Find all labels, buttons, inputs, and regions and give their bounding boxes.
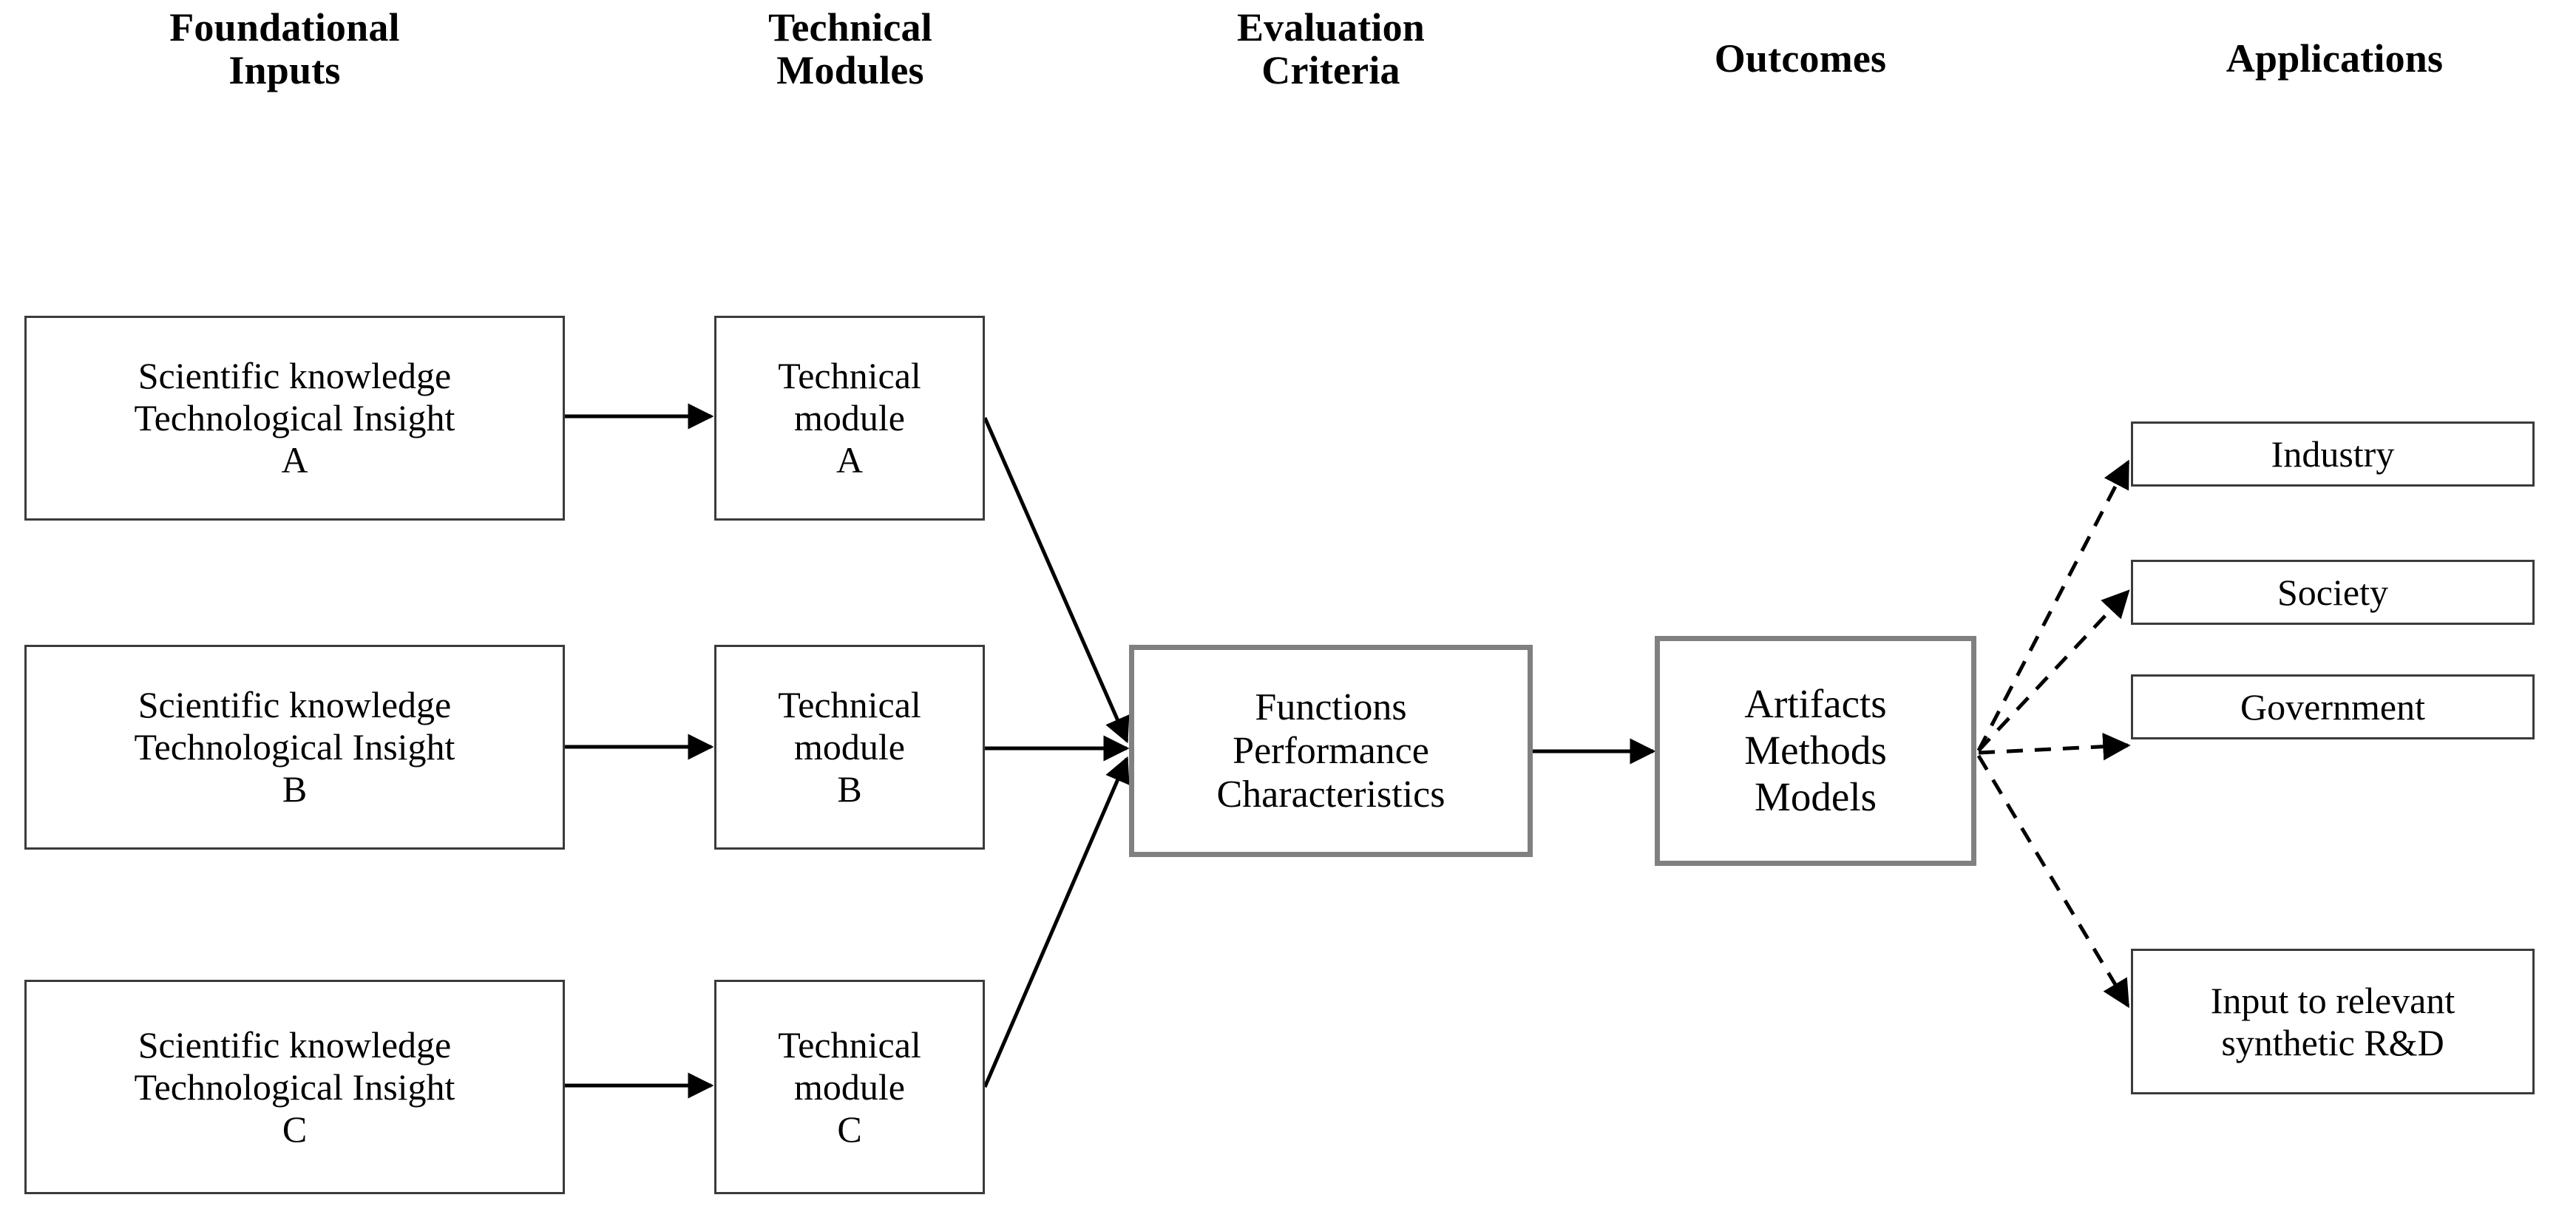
edge-outcomes-rd bbox=[1976, 754, 2130, 1009]
column-header-foundational-inputs: Foundational Inputs bbox=[169, 5, 400, 93]
edge-outcomes-industry bbox=[1976, 459, 2130, 752]
node-application-society-label: Society bbox=[2277, 571, 2388, 613]
node-input-b[interactable]: Scientific knowledge Technological Insig… bbox=[24, 645, 565, 850]
column-header-technical-modules: Technical Modules bbox=[768, 5, 932, 93]
node-application-rd-label: Input to relevant synthetic R&D bbox=[2210, 979, 2455, 1063]
node-input-b-label: Scientific knowledge Technological Insig… bbox=[134, 684, 455, 810]
node-input-a[interactable]: Scientific knowledge Technological Insig… bbox=[24, 316, 565, 521]
node-module-b[interactable]: Technical module B bbox=[714, 645, 985, 850]
node-module-c[interactable]: Technical module C bbox=[714, 980, 985, 1194]
column-header-outcomes: Outcomes bbox=[1714, 36, 1887, 81]
node-module-a-label: Technical module A bbox=[778, 355, 921, 481]
node-application-society[interactable]: Society bbox=[2131, 560, 2535, 625]
node-module-c-label: Technical module C bbox=[778, 1023, 921, 1150]
edge-outcomes-society bbox=[1977, 589, 2130, 752]
node-application-industry-label: Industry bbox=[2271, 433, 2395, 475]
node-evaluation-criteria[interactable]: Functions Performance Characteristics bbox=[1129, 645, 1533, 857]
node-module-a[interactable]: Technical module A bbox=[714, 316, 985, 521]
node-application-government[interactable]: Government bbox=[2131, 674, 2535, 739]
node-module-b-label: Technical module B bbox=[778, 684, 921, 810]
node-application-rd[interactable]: Input to relevant synthetic R&D bbox=[2131, 949, 2535, 1094]
node-input-c[interactable]: Scientific knowledge Technological Insig… bbox=[24, 980, 565, 1194]
edge-module-a-evaluation bbox=[983, 416, 1130, 744]
node-application-industry[interactable]: Industry bbox=[2131, 421, 2535, 487]
node-input-a-label: Scientific knowledge Technological Insig… bbox=[134, 355, 455, 481]
node-input-c-label: Scientific knowledge Technological Insig… bbox=[134, 1023, 455, 1150]
edge-outcomes-government bbox=[1978, 732, 2131, 761]
node-application-government-label: Government bbox=[2240, 685, 2425, 728]
node-outcomes[interactable]: Artifacts Methods Models bbox=[1655, 636, 1976, 866]
edge-module-c-evaluation bbox=[983, 756, 1130, 1088]
node-outcomes-label: Artifacts Methods Models bbox=[1744, 681, 1887, 819]
column-header-evaluation-criteria: Evaluation Criteria bbox=[1236, 5, 1426, 93]
node-evaluation-criteria-label: Functions Performance Characteristics bbox=[1216, 685, 1445, 816]
column-header-applications: Applications bbox=[2226, 36, 2444, 81]
